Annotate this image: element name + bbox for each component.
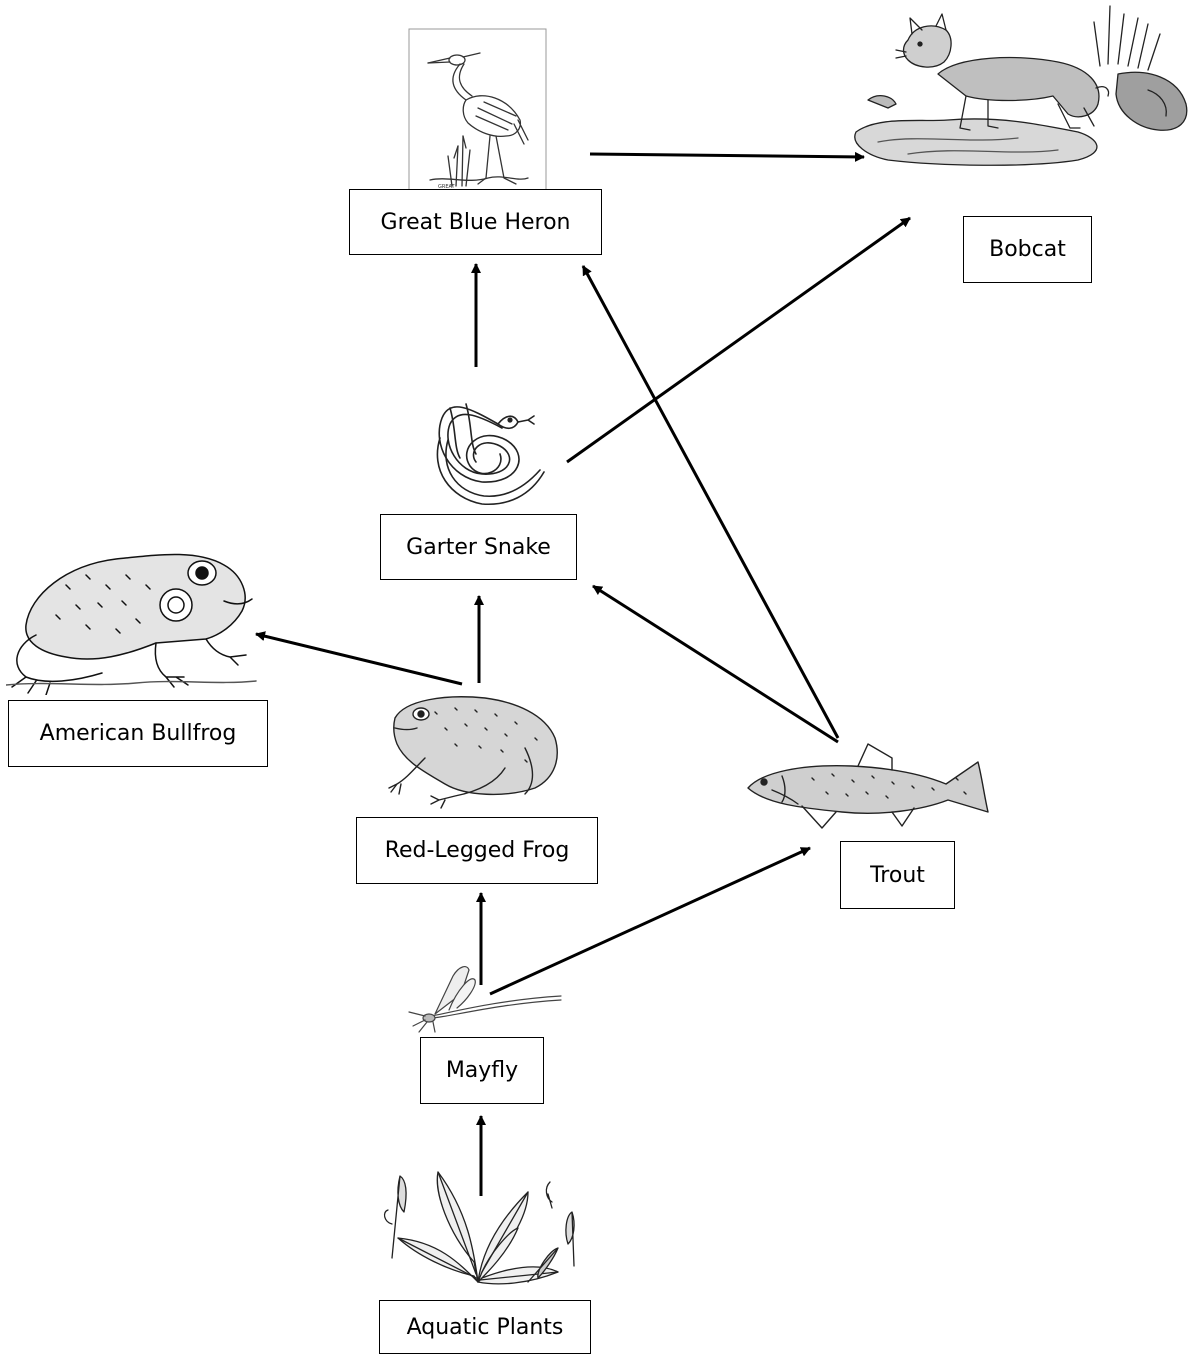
arrow-heron-to-bobcat [590, 154, 864, 157]
label-american-bullfrog: American Bullfrog [8, 700, 268, 767]
arrow-snake-to-bobcat [567, 218, 910, 462]
label-aquatic-plants: Aquatic Plants [379, 1300, 591, 1354]
label-garter-snake: Garter Snake [380, 514, 577, 580]
label-mayfly: Mayfly [420, 1037, 544, 1104]
label-red-legged-frog: Red-Legged Frog [356, 817, 598, 884]
label-great-blue-heron: Great Blue Heron [349, 189, 602, 255]
label-bobcat: Bobcat [963, 216, 1092, 283]
arrow-redfrog-to-bullfrog [256, 634, 462, 684]
arrow-trout-to-snake [593, 586, 838, 742]
label-trout: Trout [840, 841, 955, 909]
arrow-trout-to-heron [583, 266, 838, 738]
